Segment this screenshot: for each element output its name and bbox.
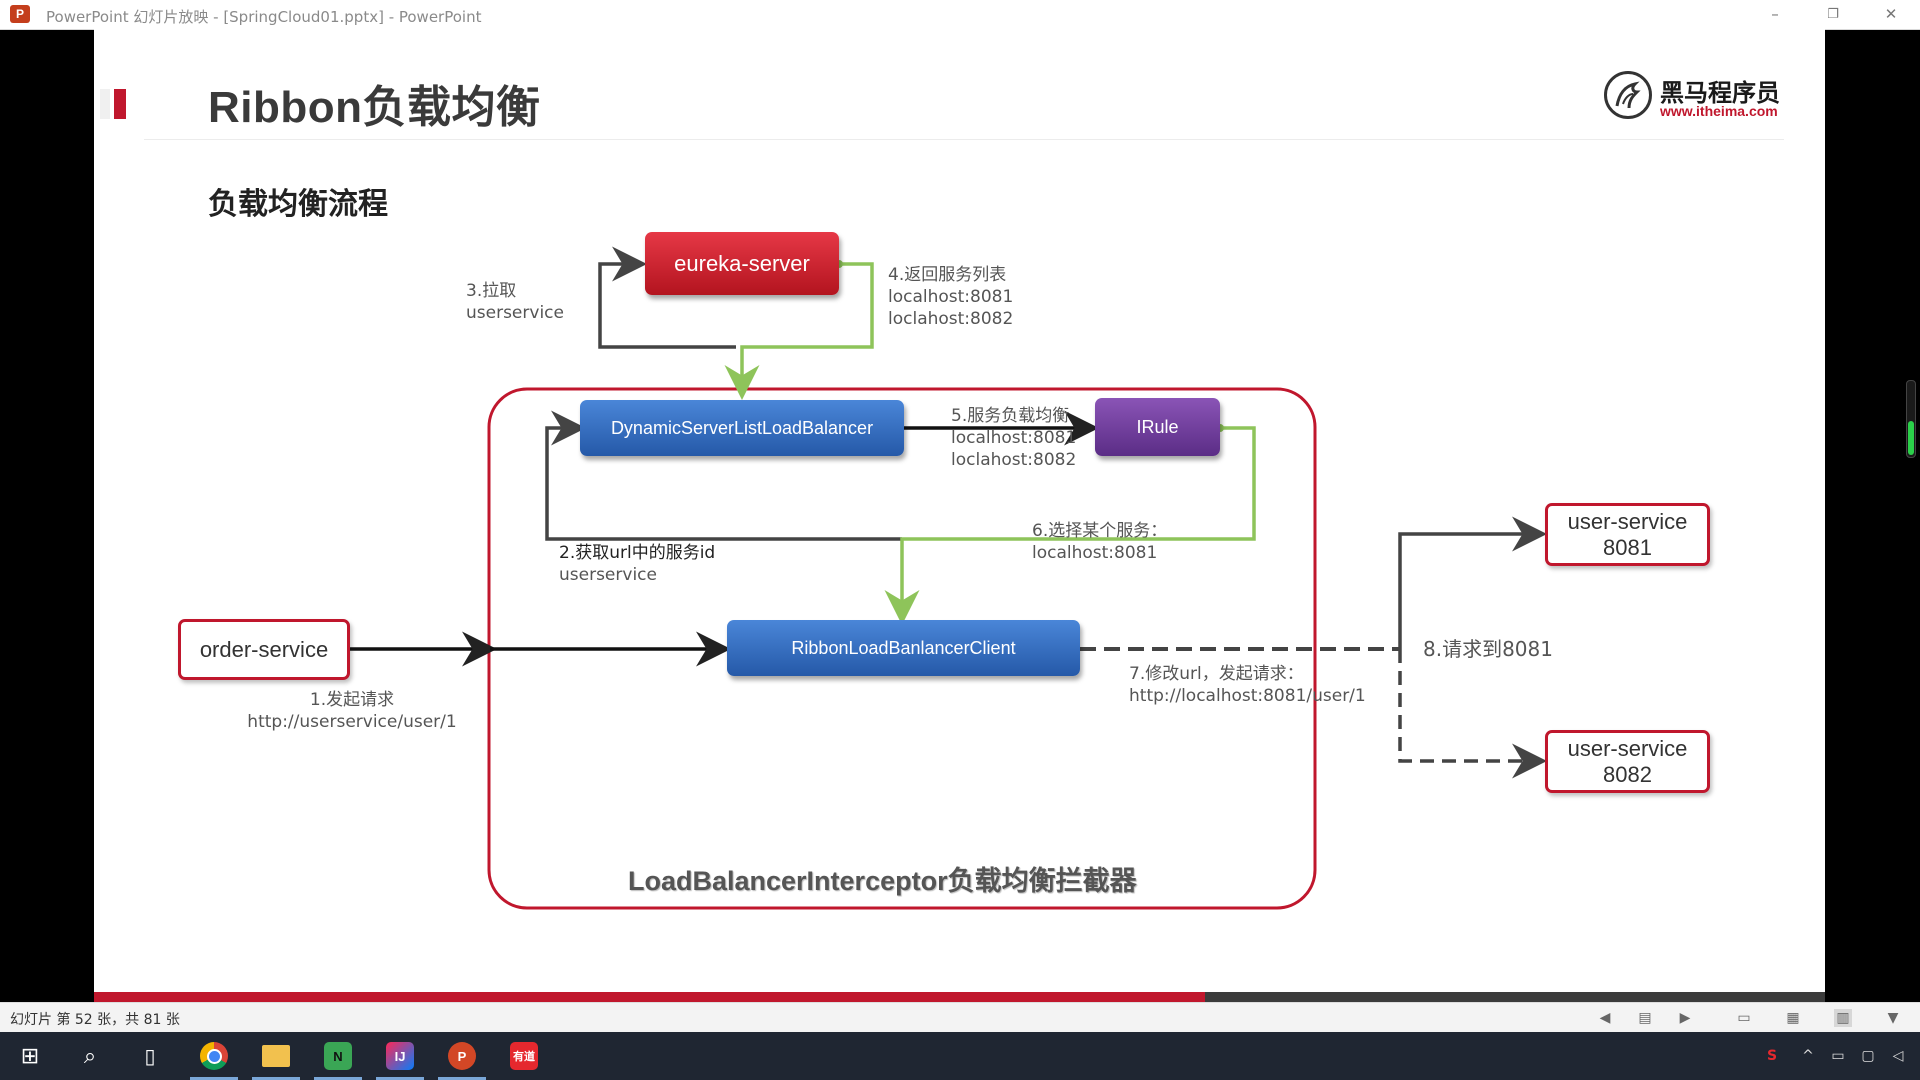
volume-icon[interactable]: ◁ <box>1892 1048 1904 1064</box>
step5-detail-2: loclahost:8082 <box>951 450 1077 470</box>
step3-detail: userservice <box>466 303 564 323</box>
battery-icon[interactable]: ▭ <box>1831 1048 1845 1064</box>
task-view-icon[interactable]: ▯ <box>144 1044 156 1068</box>
step1-detail: http://userservice/user/1 <box>247 712 457 732</box>
start-button-icon[interactable]: ⊞ <box>20 1043 40 1069</box>
reading-view-icon[interactable]: ▥ <box>1834 1009 1852 1027</box>
folder-icon <box>262 1045 290 1067</box>
connector-step3 <box>598 246 736 349</box>
step7-title: 7.修改url，发起请求： <box>1129 664 1304 684</box>
taskbar-app-chrome[interactable] <box>186 1032 242 1080</box>
powerpoint-app-icon: P <box>10 5 30 23</box>
dynamic-server-list-load-balancer-node[interactable]: DynamicServerListLoadBalancer <box>580 400 904 456</box>
restore-button[interactable]: ❐ <box>1827 7 1839 22</box>
running-indicator <box>376 1077 424 1080</box>
taskbar-app-powerpoint[interactable]: P <box>434 1032 490 1080</box>
order-service-node[interactable]: order-service <box>178 619 350 680</box>
connector-step4 <box>724 262 874 400</box>
flow-diagram-connectors <box>349 246 1547 910</box>
chrome-icon <box>200 1042 228 1070</box>
user-service-8081-port: 8081 <box>1603 534 1652 560</box>
step4-detail-2: loclahost:8082 <box>888 309 1014 329</box>
ime-sogou-icon[interactable]: S <box>1766 1048 1778 1064</box>
slide-title: Ribbon负载均衡 <box>208 83 541 132</box>
step6-title: 6.选择某个服务： <box>1032 521 1168 541</box>
step2-detail: userservice <box>559 565 657 585</box>
running-indicator <box>190 1077 238 1080</box>
window-title-bar: P PowerPoint 幻灯片放映 - [SpringCloud01.pptx… <box>0 0 1920 30</box>
title-divider <box>144 139 1784 140</box>
windows-taskbar: ⊞ ⌕ ▯ N IJ P 有道 S ^ ▭ ▢ ◁ <box>0 1032 1920 1080</box>
title-accent-shadow <box>100 89 110 119</box>
taskbar-app-notepad[interactable]: N <box>310 1032 366 1080</box>
user-service-8081-name: user-service <box>1567 508 1688 534</box>
step4-detail-1: localhost:8081 <box>888 287 1014 307</box>
step5-label: 5.服务负载均衡 localhost:8081 loclahost:8082 <box>951 405 1076 471</box>
intellij-idea-icon: IJ <box>386 1042 414 1070</box>
step7-detail: http://localhost:8081/user/1 <box>1129 686 1366 706</box>
user-service-8082-port: 8082 <box>1603 761 1652 787</box>
step7-label: 7.修改url，发起请求： http://localhost:8081/user… <box>1129 663 1366 707</box>
close-button[interactable]: ✕ <box>1884 5 1898 23</box>
ribbon-load-balancer-client-node[interactable]: RibbonLoadBanlancerClient <box>727 620 1080 676</box>
slide-sorter-view-icon[interactable]: ▦ <box>1786 1010 1800 1026</box>
slide-subtitle: 负载均衡流程 <box>208 187 388 222</box>
powerpoint-icon: P <box>448 1042 476 1070</box>
step6-label: 6.选择某个服务： localhost:8081 <box>1032 520 1167 564</box>
eureka-server-node[interactable]: eureka-server <box>645 232 839 295</box>
step3-title: 3.拉取 <box>466 281 517 301</box>
step5-detail-1: localhost:8081 <box>951 428 1077 448</box>
step4-title: 4.返回服务列表 <box>888 265 1007 285</box>
user-service-8082-node[interactable]: user-service 8082 <box>1545 730 1710 793</box>
step3-label: 3.拉取 userservice <box>466 280 564 324</box>
step1-title: 1.发起请求 <box>309 690 395 710</box>
slide-counter: 幻灯片 第 52 张，共 81 张 <box>10 1012 180 1028</box>
scroll-indicator <box>1906 380 1916 458</box>
interceptor-label: LoadBalancerInterceptor负载均衡拦截器 <box>628 866 1137 896</box>
notes-icon[interactable]: ▤ <box>1638 1010 1652 1026</box>
slide-progress-bar <box>94 992 1825 1002</box>
scroll-indicator-fill <box>1908 421 1914 455</box>
status-bar: 幻灯片 第 52 张，共 81 张 ◀ ▤ ▶ ▭ ▦ ▥ ▼ <box>0 1002 1920 1033</box>
slide-progress-fill <box>94 992 1206 1002</box>
connector-step2 <box>545 410 902 541</box>
minimize-button[interactable]: – <box>1771 5 1779 23</box>
connector-step6 <box>884 426 1256 625</box>
brand-name: 黑马程序员 <box>1660 79 1780 107</box>
connector-to-8082 <box>1398 649 1547 779</box>
irule-node[interactable]: IRule <box>1095 398 1220 456</box>
search-icon[interactable]: ⌕ <box>83 1043 97 1069</box>
step4-label: 4.返回服务列表 localhost:8081 loclahost:8082 <box>888 264 1013 330</box>
user-service-8082-name: user-service <box>1567 735 1688 761</box>
slide-canvas[interactable]: Ribbon负载均衡 黑马程序员 www.itheima.com 负载均衡流程 <box>94 29 1825 992</box>
step6-detail: localhost:8081 <box>1032 543 1158 563</box>
taskbar-app-youdao[interactable]: 有道 <box>496 1032 552 1080</box>
network-icon[interactable]: ▢ <box>1861 1048 1875 1064</box>
normal-view-icon[interactable]: ▭ <box>1737 1010 1751 1026</box>
brand-logo: 黑马程序员 www.itheima.com <box>1604 69 1784 129</box>
window-title: PowerPoint 幻灯片放映 - [SpringCloud01.pptx] … <box>46 8 482 26</box>
show-hidden-icons-icon[interactable]: ^ <box>1802 1048 1814 1064</box>
step1-label: 1.发起请求 http://userservice/user/1 <box>236 689 468 733</box>
taskbar-app-explorer[interactable] <box>248 1032 304 1080</box>
step2-label: 2.获取url中的服务id userservice <box>559 542 715 586</box>
horse-logo-icon <box>1604 71 1652 119</box>
title-accent-bar <box>114 89 126 119</box>
brand-url: www.itheima.com <box>1660 103 1778 119</box>
running-indicator <box>314 1077 362 1080</box>
notepad-plus-icon: N <box>324 1042 352 1070</box>
connector-to-8081 <box>1398 516 1547 649</box>
taskbar-app-idea[interactable]: IJ <box>372 1032 428 1080</box>
next-slide-icon[interactable]: ▶ <box>1679 1010 1691 1026</box>
running-indicator <box>438 1077 486 1080</box>
step5-title: 5.服务负载均衡 <box>951 406 1070 426</box>
running-indicator <box>252 1077 300 1080</box>
user-service-8081-node[interactable]: user-service 8081 <box>1545 503 1710 566</box>
previous-slide-icon[interactable]: ◀ <box>1599 1010 1611 1026</box>
youdao-dict-icon: 有道 <box>510 1042 538 1070</box>
step8-label: 8.请求到8081 <box>1423 637 1553 661</box>
slideshow-view-icon[interactable]: ▼ <box>1887 1010 1899 1026</box>
step2-title: 2.获取url中的服务id <box>559 543 716 563</box>
